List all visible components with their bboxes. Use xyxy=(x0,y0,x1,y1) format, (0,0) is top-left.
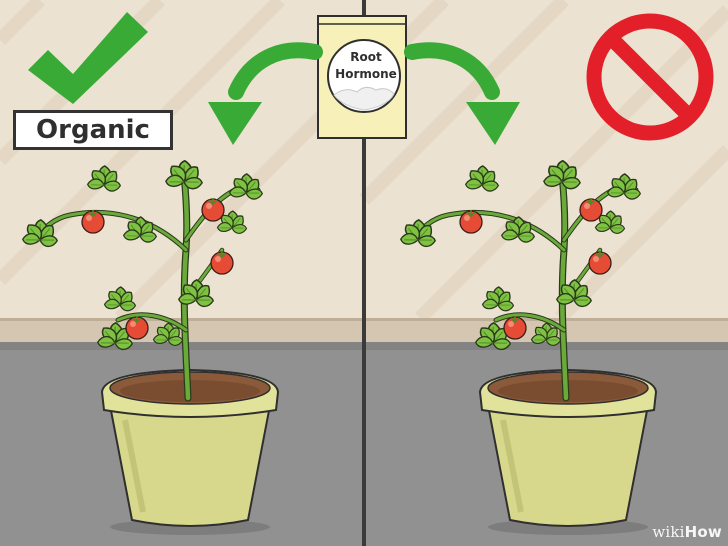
watermark-part1: wiki xyxy=(652,523,685,541)
root-hormone-label: Root Hormone xyxy=(326,46,406,86)
box-label-line1: Root xyxy=(350,50,382,64)
prohibition-icon xyxy=(586,13,714,141)
curved-arrow-left-icon xyxy=(208,42,323,145)
box-label-line2: Hormone xyxy=(335,67,397,81)
check-mark-icon xyxy=(28,12,148,104)
curved-arrow-right-icon xyxy=(404,42,520,145)
watermark-part2: How xyxy=(684,523,722,541)
root-hormone-box xyxy=(317,15,407,139)
organic-label: Organic xyxy=(13,110,173,150)
center-divider xyxy=(362,0,366,546)
wikihow-watermark: wikiHow xyxy=(652,523,722,541)
